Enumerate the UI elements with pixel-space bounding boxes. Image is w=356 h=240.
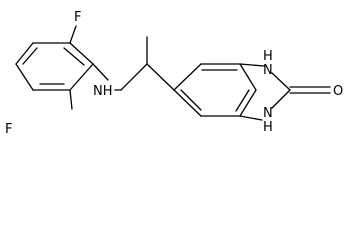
imidazolone-ring-bonds	[239, 63, 291, 121]
aromatic-inner-bond	[22, 47, 38, 65]
bond	[15, 42, 34, 65]
bond	[239, 63, 265, 67]
bond	[239, 63, 257, 91]
bond	[271, 72, 291, 91]
bond	[69, 42, 94, 65]
bond	[239, 115, 263, 121]
bond	[271, 89, 291, 109]
bond	[120, 63, 148, 91]
bond	[239, 89, 257, 117]
amine-linker-bonds	[92, 36, 175, 91]
difluorophenyl-ring	[15, 42, 94, 91]
imidazole-nh-top-h-label: H	[263, 49, 273, 64]
bond	[146, 63, 175, 91]
amine-nh-label: NH	[93, 84, 113, 99]
bond	[69, 63, 94, 91]
bond	[173, 63, 202, 91]
bond	[92, 63, 109, 81]
carbonyl-double-bond	[289, 86, 331, 94]
bond	[69, 89, 73, 110]
benzimidazolone-benzene-ring	[173, 63, 257, 117]
aromatic-inner-bond	[180, 89, 202, 111]
bond	[15, 63, 34, 91]
fluorine-substituent-bonds	[69, 25, 77, 110]
molecule-structure: F F NH H N N H O	[5, 10, 343, 137]
fluorine-top-label: F	[74, 10, 81, 25]
carbonyl-oxygen-label: O	[333, 84, 343, 99]
imidazole-n-bottom-label: N	[263, 106, 273, 121]
aromatic-inner-bond	[235, 89, 250, 112]
bond	[69, 25, 77, 44]
bond	[173, 89, 202, 117]
imidazole-nh-bottom-h-label: H	[263, 120, 273, 135]
fluorine-bottom-label: F	[5, 122, 12, 137]
aromatic-inner-bond	[63, 47, 85, 66]
imidazole-n-top-label: N	[263, 63, 273, 78]
